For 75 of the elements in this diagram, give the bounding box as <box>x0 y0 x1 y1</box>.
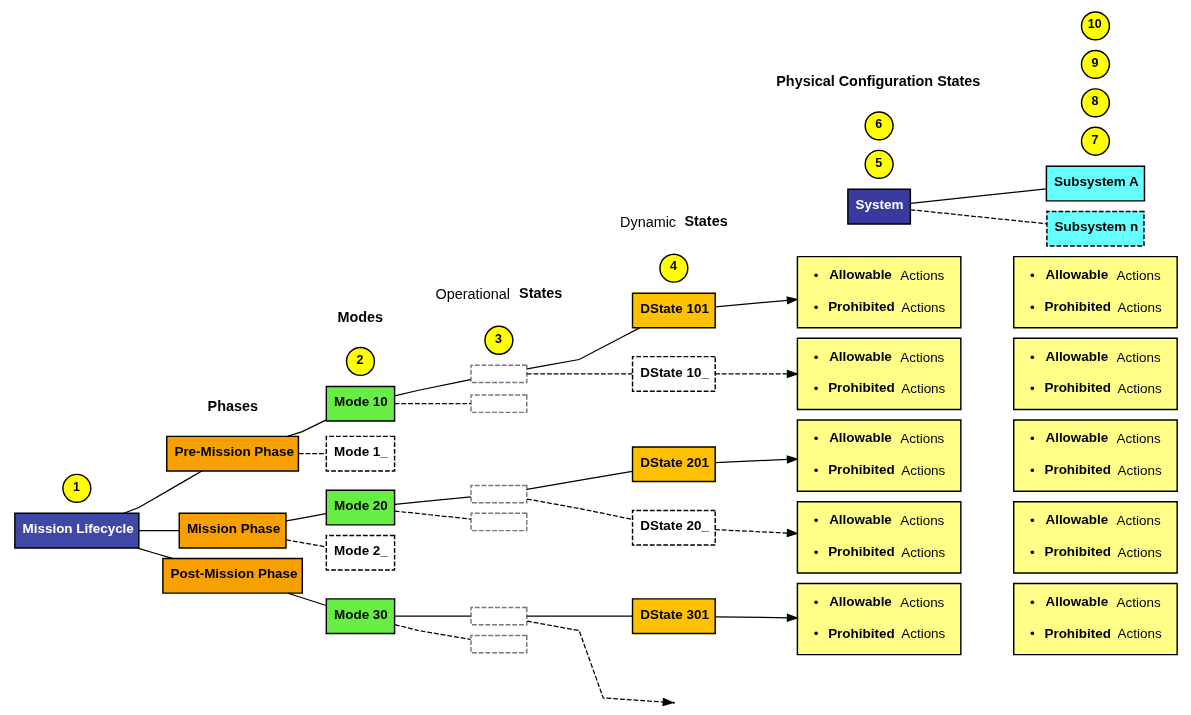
connector <box>526 327 640 370</box>
node-box: Post-Mission Phase <box>161 557 303 594</box>
connector <box>393 496 471 505</box>
node-box: DState 101 <box>631 292 716 329</box>
connector <box>393 378 471 397</box>
node-box: • Allowable Actions • Prohibited Actions <box>1012 419 1178 492</box>
connector <box>285 539 327 548</box>
node-box <box>469 394 527 414</box>
connector <box>909 188 1047 204</box>
connector <box>393 403 471 405</box>
node-box: • Allowable Actions • Prohibited Actions <box>1012 337 1178 411</box>
node-circle: 7 <box>1080 126 1110 156</box>
node-box: • Allowable Actions • Prohibited Actions <box>796 337 962 411</box>
arrow <box>714 369 799 379</box>
connector <box>393 623 471 641</box>
node-circle: 8 <box>1080 88 1110 118</box>
node-box: Subsystem A <box>1045 165 1145 202</box>
connector <box>286 419 327 437</box>
connector <box>525 615 633 617</box>
connector <box>135 547 173 560</box>
node-box: • Allowable Actions • Prohibited Actions <box>796 419 962 492</box>
connector <box>393 615 471 617</box>
node-circle: 3 <box>483 325 514 355</box>
connector <box>525 373 633 375</box>
node-circle: 2 <box>345 346 375 377</box>
node-box: Pre-Mission Phase <box>165 435 299 472</box>
node-box: • Allowable Actions • Prohibited Actions <box>796 255 962 329</box>
connector <box>122 470 202 514</box>
node-box: • Allowable Actions • Prohibited Actions <box>796 582 962 656</box>
node-box: DState 10_ <box>631 355 716 392</box>
node-box: • Allowable Actions • Prohibited Actions <box>1012 582 1178 656</box>
label: Dynamic States <box>619 212 728 230</box>
node-circle: 1 <box>61 473 91 503</box>
label: Phases <box>207 397 258 414</box>
node-box: Mode 10 <box>325 385 395 422</box>
node-box <box>469 364 527 384</box>
node-circle: 5 <box>863 149 894 179</box>
connector <box>526 498 633 521</box>
node-box: Mode 30 <box>325 598 395 635</box>
label: Physical Configuration States <box>775 72 980 89</box>
node-circle: 9 <box>1080 49 1110 79</box>
connector <box>286 592 327 607</box>
node-box: Subsystem n <box>1045 210 1145 247</box>
label: Modes <box>336 308 383 325</box>
arrow <box>714 528 799 538</box>
arrow <box>714 296 799 308</box>
connector <box>285 513 327 522</box>
node-box: System <box>846 188 911 225</box>
arrow <box>714 613 799 622</box>
node-box <box>469 634 527 654</box>
arrow <box>526 620 675 707</box>
node-box: Mission Lifecycle <box>13 512 140 549</box>
node-circle: 6 <box>863 111 894 141</box>
connector <box>137 530 180 532</box>
node-box: DState 201 <box>631 446 716 483</box>
node-box: Mode 2_ <box>325 534 395 571</box>
node-circle: 10 <box>1080 11 1110 41</box>
node-box: Mission Phase <box>178 512 287 549</box>
node-box: Mode 1_ <box>325 435 395 472</box>
node-box: Mode 20 <box>325 489 395 526</box>
connector <box>525 470 633 491</box>
node-box <box>469 606 527 626</box>
node-box: DState 20_ <box>631 509 716 546</box>
label: Operational States <box>434 284 562 302</box>
node-box: • Allowable Actions • Prohibited Actions <box>1012 255 1178 329</box>
node-box: DState 301 <box>631 598 716 635</box>
connector <box>393 510 471 520</box>
connector <box>909 209 1047 225</box>
node-box: • Allowable Actions • Prohibited Actions <box>1012 501 1178 574</box>
node-box <box>469 512 527 532</box>
connector <box>297 453 327 455</box>
node-box <box>469 484 527 504</box>
node-circle: 4 <box>658 253 689 283</box>
node-box: • Allowable Actions • Prohibited Actions <box>796 501 962 574</box>
arrow <box>714 455 799 464</box>
